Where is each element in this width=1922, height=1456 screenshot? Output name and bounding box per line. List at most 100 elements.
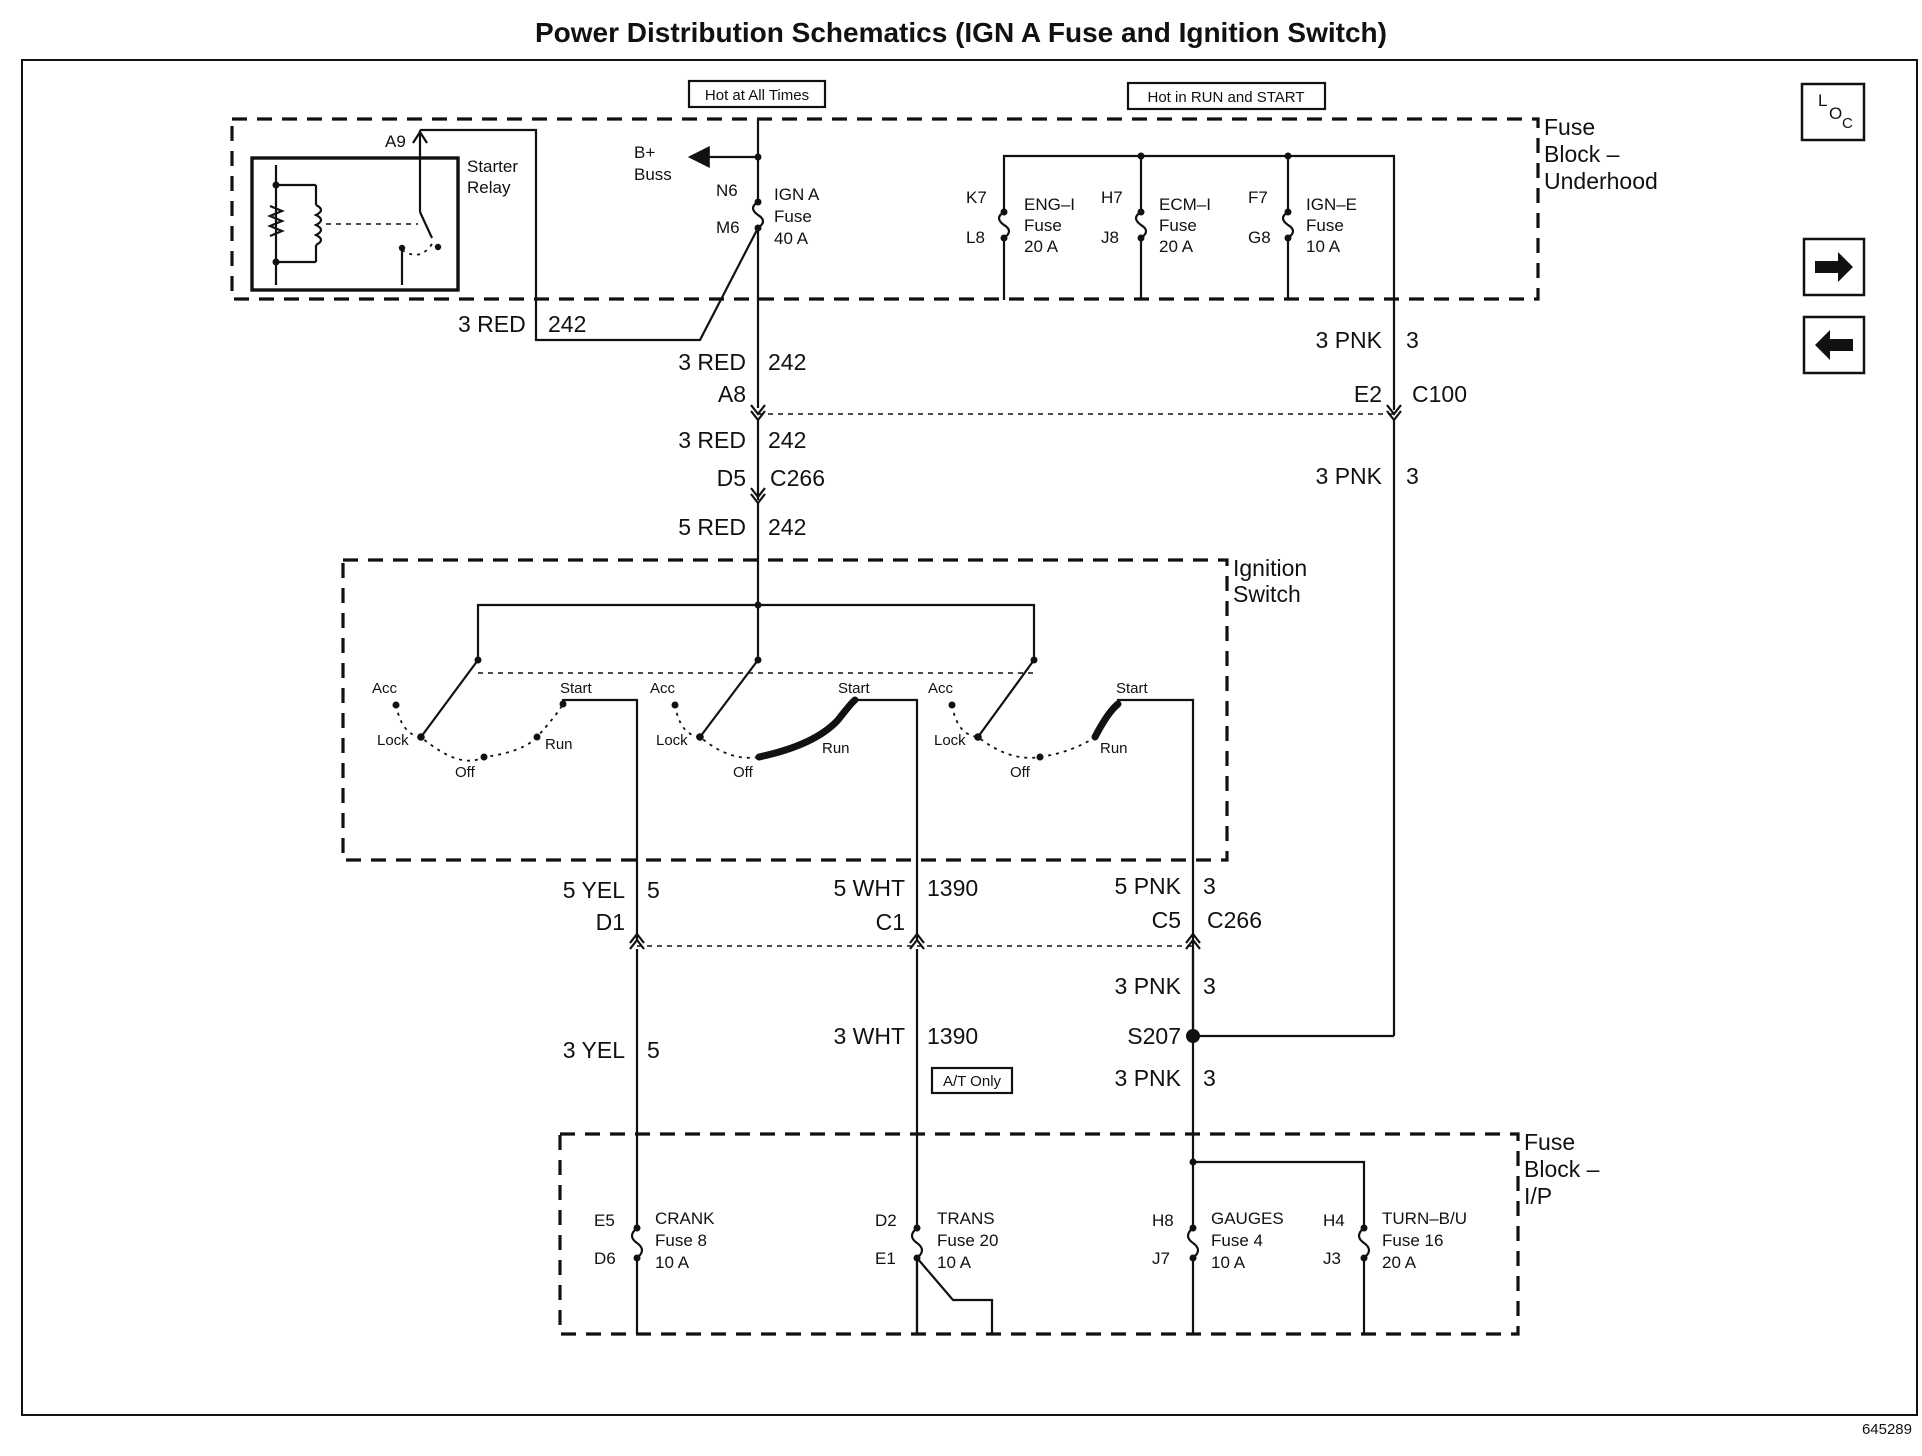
- wire-circuit-wht-ip: 1390: [927, 1023, 978, 1049]
- pin-h8: H8: [1152, 1211, 1174, 1230]
- svg-text:Start: Start: [1116, 680, 1149, 697]
- wire-circuit-yel-sw: 5: [647, 877, 660, 903]
- pin-a9: A9: [385, 132, 406, 151]
- pin-m6: M6: [716, 218, 740, 237]
- ecm-i-rating: 20 A: [1159, 237, 1194, 256]
- svg-text:A/T Only: A/T Only: [943, 1073, 1002, 1090]
- pin-n6: N6: [716, 181, 738, 200]
- wire-gauge-c266-out: 5 RED: [678, 514, 746, 540]
- wire-gauge-pnk-sw: 5 PNK: [1115, 873, 1182, 899]
- svg-text:Start: Start: [838, 680, 871, 697]
- pin-c5: C5: [1152, 907, 1181, 933]
- crank-fuse-name: CRANK: [655, 1209, 715, 1228]
- pin-h4: H4: [1323, 1211, 1345, 1230]
- trans-fuse-rating: 10 A: [937, 1253, 972, 1272]
- svg-text:Off: Off: [455, 764, 476, 781]
- fuse-block-ip: [558, 1132, 1520, 1336]
- pin-j8: J8: [1101, 228, 1119, 247]
- wire-gauge-yel-ip: 3 YEL: [563, 1037, 625, 1063]
- wire-gauge-pnk-top: 3 PNK: [1316, 327, 1383, 353]
- ignition-switch-box: [341, 558, 1229, 862]
- b-plus-label-2: Buss: [634, 165, 672, 184]
- gauges-fuse-rating: 10 A: [1211, 1253, 1246, 1272]
- fuse-block-underhood-label: Fuse: [1544, 114, 1595, 140]
- turn-bu-fuse-number: Fuse 16: [1382, 1231, 1443, 1250]
- svg-text:Off: Off: [733, 764, 754, 781]
- turn-bu-fuse-name: TURN–B/U: [1382, 1209, 1467, 1228]
- wire-circuit-relay: 242: [548, 311, 586, 337]
- switch-section-1: Acc Lock Off Run Start: [372, 656, 639, 940]
- wire-gauge-pnk-ip: 3 PNK: [1115, 1065, 1182, 1091]
- eng-i-fuse: [996, 208, 1012, 242]
- wire-gauge-ign-a: 3 RED: [678, 349, 746, 375]
- pin-e1: E1: [875, 1249, 896, 1268]
- eng-i-name: ENG–I: [1024, 195, 1075, 214]
- svg-text:Run: Run: [1100, 740, 1128, 757]
- ecm-i-fuse: [1133, 208, 1149, 242]
- svg-text:Off: Off: [1010, 764, 1031, 781]
- pin-e5: E5: [594, 1211, 615, 1230]
- svg-text:Lock: Lock: [656, 732, 688, 749]
- ignition-switch-label-2: Switch: [1233, 581, 1301, 607]
- switch-section-3: Acc Lock Off Run Start: [928, 656, 1195, 1034]
- location-icon[interactable]: L O C: [1800, 82, 1866, 142]
- starter-relay-label-2: Relay: [467, 178, 511, 197]
- wire-gauge-wht-sw: 5 WHT: [833, 875, 905, 901]
- note-hot-in-run-start: Hot in RUN and START: [1126, 81, 1327, 111]
- diagram-id: 645289: [1862, 1421, 1912, 1438]
- fuse-block-ip-label-3: I/P: [1524, 1183, 1552, 1209]
- pin-k7: K7: [966, 188, 987, 207]
- svg-text:Acc: Acc: [650, 680, 676, 697]
- crank-fuse: [629, 1224, 645, 1262]
- ign-e-name: IGN–E: [1306, 195, 1357, 214]
- wire-circuit-pnk-sw: 3: [1203, 873, 1216, 899]
- switch-section-2: Acc Lock Off Run Start: [650, 656, 919, 940]
- wire-gauge-c100-out: 3 RED: [678, 427, 746, 453]
- trans-fuse-number: Fuse 20: [937, 1231, 998, 1250]
- wire-circuit-c266-out: 242: [768, 514, 806, 540]
- pin-j3: J3: [1323, 1249, 1341, 1268]
- eng-i-type: Fuse: [1024, 216, 1062, 235]
- svg-text:O: O: [1829, 104, 1842, 123]
- crank-fuse-rating: 10 A: [655, 1253, 690, 1272]
- pin-g8: G8: [1248, 228, 1271, 247]
- pin-c1: C1: [876, 909, 905, 935]
- ign-e-rating: 10 A: [1306, 237, 1341, 256]
- svg-text:Lock: Lock: [377, 732, 409, 749]
- gauges-fuse: [1185, 1224, 1201, 1262]
- pin-h7: H7: [1101, 188, 1123, 207]
- svg-text:Hot in RUN and START: Hot in RUN and START: [1148, 89, 1305, 106]
- wire-gauge-pnk-mid: 3 PNK: [1316, 463, 1383, 489]
- fuse-block-underhood-label-3: Underhood: [1544, 168, 1658, 194]
- svg-text:Acc: Acc: [928, 680, 954, 697]
- wire-gauge-pnk-splice-in: 3 PNK: [1115, 973, 1182, 999]
- pin-e2: E2: [1354, 381, 1382, 407]
- right-arrow-icon[interactable]: [1802, 237, 1866, 297]
- wire-circuit-pnk-ip: 3: [1203, 1065, 1216, 1091]
- ign-a-rating: 40 A: [774, 229, 809, 248]
- svg-text:Lock: Lock: [934, 732, 966, 749]
- connector-c266-top: C266: [770, 465, 825, 491]
- ign-a-type: Fuse: [774, 207, 812, 226]
- wire-gauge-relay: 3 RED: [458, 311, 526, 337]
- left-arrow-icon[interactable]: [1802, 315, 1866, 375]
- svg-text:Acc: Acc: [372, 680, 398, 697]
- trans-fuse-name: TRANS: [937, 1209, 995, 1228]
- splice-s207: [1186, 1029, 1200, 1043]
- note-at-only: A/T Only: [930, 1066, 1014, 1095]
- wire-circuit-c100-out: 242: [768, 427, 806, 453]
- pin-d2: D2: [875, 1211, 897, 1230]
- note-hot-at-all-times: Hot at All Times: [687, 79, 827, 109]
- pin-l8: L8: [966, 228, 985, 247]
- wire-circuit-pnk-splice-in: 3: [1203, 973, 1216, 999]
- wire-circuit-pnk-top: 3: [1406, 327, 1419, 353]
- fuse-block-underhood-label-2: Block –: [1544, 141, 1620, 167]
- pin-j7: J7: [1152, 1249, 1170, 1268]
- pin-a8: A8: [718, 381, 746, 407]
- eng-i-rating: 20 A: [1024, 237, 1059, 256]
- trans-fuse: [909, 1224, 994, 1334]
- ecm-i-name: ECM–I: [1159, 195, 1211, 214]
- ecm-i-type: Fuse: [1159, 216, 1197, 235]
- turn-bu-fuse: [1356, 1224, 1372, 1262]
